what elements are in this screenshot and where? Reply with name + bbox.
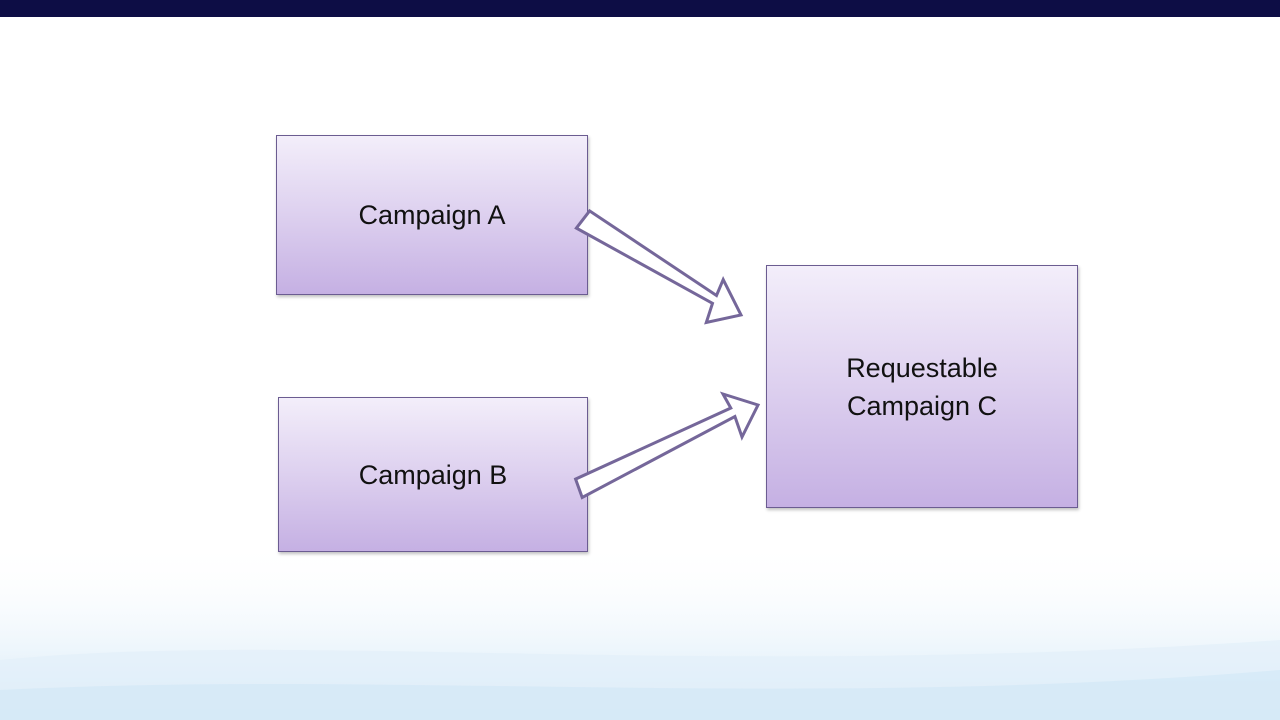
campaign-c-label-line1: Requestable bbox=[846, 352, 998, 383]
arrow-b-to-c bbox=[573, 391, 761, 500]
campaign-a-box: Campaign A bbox=[276, 135, 588, 295]
campaign-a-label: Campaign A bbox=[358, 200, 506, 230]
campaign-c-label-line2: Campaign C bbox=[846, 390, 998, 421]
background-wave-decoration bbox=[0, 540, 1280, 720]
campaign-b-label: Campaign B bbox=[358, 459, 508, 490]
campaign-b-box: Campaign B bbox=[278, 397, 588, 552]
arrow-a-to-c bbox=[574, 208, 744, 325]
requestable-campaign-c-box: Requestable Campaign C bbox=[766, 265, 1078, 508]
top-banner-bar bbox=[0, 0, 1280, 17]
